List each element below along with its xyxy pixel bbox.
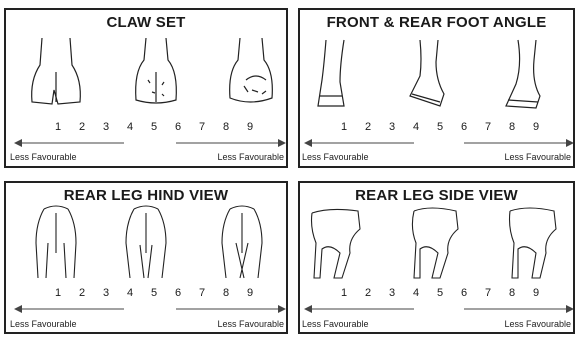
panel-rear-leg-side-view: REAR LEG SIDE VIEW 1 2 3 4 5 6 7 8 9 Les… [298,181,575,334]
scale-number-6: 6 [175,287,181,299]
scale-number-3: 3 [389,287,395,299]
right-less-favourable-label: Less Favourable [504,152,571,162]
rear-leg-side-view-illustration [300,183,573,288]
right-less-favourable-label: Less Favourable [504,319,571,329]
scale-number-9: 9 [247,121,253,133]
scale-number-8: 8 [509,287,515,299]
right-less-favourable-label: Less Favourable [217,319,284,329]
claw-set-illustration [6,10,286,120]
scale-number-7: 7 [199,287,205,299]
scale-number-2: 2 [365,287,371,299]
panel-rear-leg-hind-view: REAR LEG HIND VIEW 1 2 3 4 5 6 7 8 9 Les… [4,181,288,334]
left-less-favourable-label: Less Favourable [302,319,369,329]
scale-number-3: 3 [103,121,109,133]
scale-number-5: 5 [437,287,443,299]
left-arrow-icon [14,304,126,314]
scale-number-4: 4 [127,121,133,133]
right-arrow-icon [176,304,286,314]
scale-number-5: 5 [151,287,157,299]
scale-number-9: 9 [247,287,253,299]
left-less-favourable-label: Less Favourable [302,152,369,162]
scale-number-7: 7 [485,121,491,133]
right-arrow-icon [176,138,286,148]
scale-number-6: 6 [175,121,181,133]
right-arrow-icon [464,138,574,148]
scale-number-9: 9 [533,121,539,133]
scale-number-2: 2 [79,287,85,299]
scale-number-4: 4 [413,287,419,299]
scale-number-6: 6 [461,121,467,133]
rear-leg-hind-view-illustration [6,183,286,288]
scale-number-1: 1 [341,121,347,133]
scale-number-4: 4 [127,287,133,299]
scale-number-5: 5 [151,121,157,133]
left-less-favourable-label: Less Favourable [10,319,77,329]
scale-number-3: 3 [103,287,109,299]
scale-number-1: 1 [341,287,347,299]
scale-number-8: 8 [509,121,515,133]
scale-number-2: 2 [79,121,85,133]
scale-number-1: 1 [55,287,61,299]
scale-number-7: 7 [199,121,205,133]
left-less-favourable-label: Less Favourable [10,152,77,162]
panel-claw-set: CLAW SET 1 2 3 4 5 6 7 8 9 Less Favourab… [4,8,288,168]
right-arrow-icon [464,304,574,314]
foot-angle-illustration [300,10,573,120]
right-less-favourable-label: Less Favourable [217,152,284,162]
scale-number-6: 6 [461,287,467,299]
scale-number-1: 1 [55,121,61,133]
left-arrow-icon [14,138,126,148]
scale-number-8: 8 [223,121,229,133]
left-arrow-icon [304,304,416,314]
panel-foot-angle: FRONT & REAR FOOT ANGLE 1 2 3 4 5 6 7 8 … [298,8,575,168]
left-arrow-icon [304,138,416,148]
scale-number-3: 3 [389,121,395,133]
scale-number-8: 8 [223,287,229,299]
scale-number-9: 9 [533,287,539,299]
scale-number-4: 4 [413,121,419,133]
scale-number-5: 5 [437,121,443,133]
scale-number-7: 7 [485,287,491,299]
scale-number-2: 2 [365,121,371,133]
